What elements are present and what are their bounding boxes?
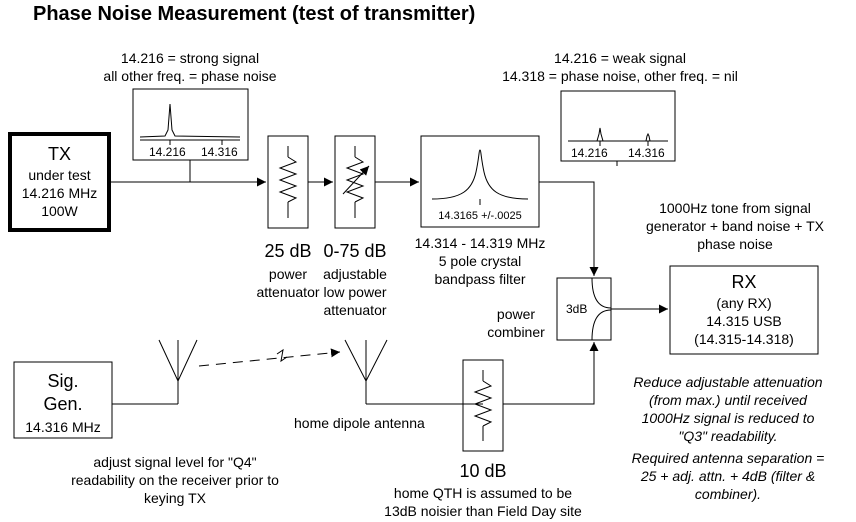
att3-line1: home QTH is assumed to be	[393, 485, 573, 501]
att3-line2: 13dB noisier than Field Day site	[384, 503, 582, 519]
att1-value: 25 dB	[264, 241, 312, 261]
siggen-frequency: 14.316 MHz	[25, 419, 101, 435]
att1-line2: attenuator	[256, 284, 320, 300]
rx-line1: (any RX)	[716, 295, 772, 311]
spectrum2-note2: 14.318 = phase noise, other freq. = nil	[502, 68, 738, 84]
att2-line1: adjustable	[323, 266, 387, 282]
filter-center-freq: 14.3165 +/-.0025	[438, 210, 522, 222]
combiner-line2: combiner	[487, 324, 545, 340]
attenuator-10db	[462, 359, 504, 452]
dipole-label: home dipole antenna	[294, 415, 425, 431]
tx-frequency: 14.216 MHz	[21, 185, 98, 201]
att3-value: 10 dB	[459, 461, 507, 481]
siggen-note-line1: adjust signal level for "Q4"	[93, 454, 257, 470]
instructions-line2: (from max.) until received	[649, 392, 807, 408]
instructions-line7: combiner).	[694, 486, 762, 502]
spectrum2-note1: 14.216 = weak signal	[554, 50, 686, 66]
tx-antenna	[158, 339, 198, 404]
rx-title: RX	[731, 272, 757, 292]
spectrum1-tick2: 14.316	[201, 145, 238, 159]
instructions-line6: 25 + adj. attn. + 4dB (filter &	[640, 468, 816, 484]
filter-line2: bandpass filter	[434, 271, 526, 287]
instructions-line5: Required antenna separation =	[631, 450, 825, 466]
spectrum1-note2: all other freq. = phase noise	[103, 68, 277, 84]
tx-title: TX	[47, 144, 71, 164]
combiner-line1: power	[496, 306, 536, 322]
rx-note-line3: phase noise	[697, 236, 773, 252]
spectrum-display-1	[132, 88, 249, 161]
spectrum2-tick1: 14.216	[571, 146, 608, 160]
siggen-box	[13, 361, 113, 439]
instructions-line3: 1000Hz signal is reduced to	[641, 410, 815, 426]
siggen-note-line3: keying TX	[144, 490, 206, 506]
att2-value: 0-75 dB	[323, 241, 387, 261]
siggen-line1: Sig.	[47, 371, 79, 391]
filter-range: 14.314 - 14.319 MHz	[414, 235, 546, 251]
tx-line1: under test	[28, 167, 91, 183]
rx-note-line2: generator + band noise + TX	[646, 218, 824, 234]
att2-line2: low power	[323, 284, 387, 300]
spectrum-display-2	[560, 90, 676, 162]
rx-note-line1: 1000Hz tone from signal	[659, 200, 811, 216]
siggen-note-line2: readability on the receiver prior to	[71, 472, 279, 488]
attenuator-25db	[267, 135, 309, 229]
filter-line1: 5 pole crystal	[438, 253, 522, 269]
rx-box	[669, 265, 819, 355]
spectrum1-note1: 14.216 = strong signal	[120, 50, 260, 66]
rx-mode: 14.315 USB	[706, 313, 782, 329]
instructions-line4: "Q3" readability.	[678, 428, 778, 444]
att2-line3: attenuator	[323, 302, 387, 318]
siggen-line2: Gen.	[43, 394, 83, 414]
tx-box	[8, 132, 111, 232]
combiner-inner: 3dB	[566, 302, 588, 316]
spectrum1-tick1: 14.216	[149, 145, 186, 159]
spectrum2-tick2: 14.316	[628, 146, 665, 160]
rf-path	[198, 348, 341, 367]
dipole-antenna	[344, 339, 388, 404]
attenuator-0-75db	[334, 135, 376, 229]
instructions-line1: Reduce adjustable attenuation	[633, 374, 823, 390]
crystal-filter	[420, 135, 540, 228]
tx-power: 100W	[41, 203, 78, 219]
rx-range: (14.315-14.318)	[694, 331, 794, 347]
connections	[111, 160, 668, 405]
att1-line1: power	[268, 266, 308, 282]
diagram-title: Phase Noise Measurement (test of transmi…	[33, 3, 476, 25]
